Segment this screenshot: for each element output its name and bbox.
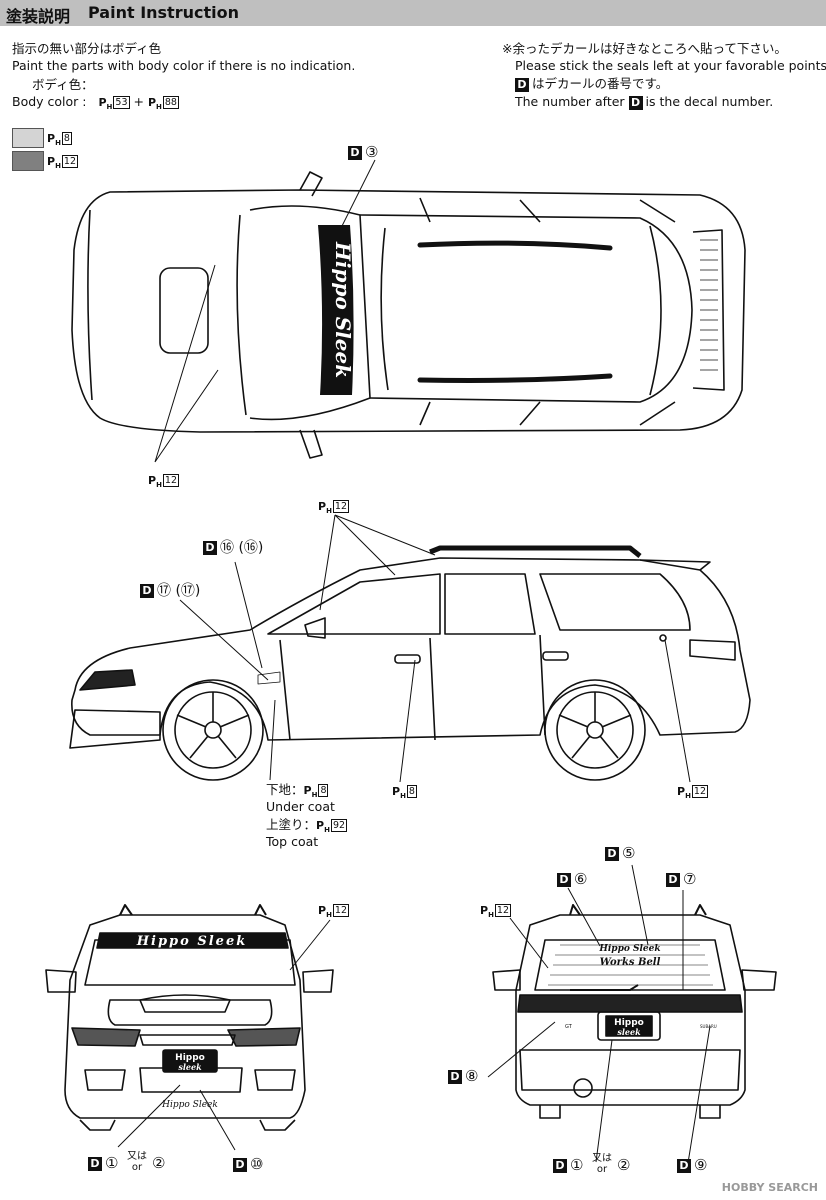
callout-under-coat-en: Under coat [266, 799, 335, 814]
ph-code: PH [98, 96, 113, 112]
title-jp: 塗装説明 [6, 7, 71, 26]
rear-view [487, 864, 777, 1164]
decal-note-1: ※余ったデカールは好きなところへ貼って下さい。 [502, 41, 787, 56]
decal-note-4b: is the decal number. [645, 94, 774, 109]
decal-badge: D [515, 77, 529, 92]
plus-sign: + [133, 94, 144, 109]
front-plate-1: Hippo [175, 1053, 205, 1063]
callout-rear-d2: ② [617, 1156, 631, 1174]
rear-decal-1: Hippo Sleek [598, 944, 660, 954]
body-color-en: Body color : [12, 94, 87, 109]
body-color-jp: ボディ色： [32, 77, 94, 92]
side-view [69, 514, 751, 783]
decal-note-3: はデカールの番号です。 [532, 76, 669, 91]
front-banner-text: Hippo Sleek [136, 934, 247, 949]
title-en: Paint Instruction [88, 3, 239, 22]
body-note-en: Paint the parts with body color if there… [12, 58, 356, 73]
decal-note-4a: The number after [515, 94, 625, 109]
decal-note-2: Please stick the seals left at your favo… [515, 58, 826, 73]
top-decal-strip [318, 225, 354, 395]
top-view [71, 159, 746, 463]
swatch-ph12 [12, 151, 44, 171]
callout-top-coat-en: Top coat [266, 834, 319, 849]
swatch-ph8 [12, 128, 44, 148]
body-note-jp: 指示の無い部分はボディ色 [12, 41, 162, 56]
rear-badge-gt: GT [565, 1024, 573, 1030]
front-view [45, 904, 334, 1151]
rear-decal-2: Works Bell [600, 957, 661, 968]
front-bumper-text: Hippo Sleek [161, 1100, 218, 1110]
ph-code: PH [147, 96, 162, 112]
rear-plate-2: sleek [617, 1027, 641, 1037]
header-bar: 塗装説明 Paint Instruction [0, 0, 826, 26]
callout-front-d2: ② [152, 1154, 166, 1172]
color-a: 53 [113, 96, 130, 109]
top-decal-text: Hippo Sleek [331, 241, 355, 378]
front-banner-strip [96, 932, 289, 949]
color-b: 88 [162, 96, 179, 109]
rear-plate-1: Hippo [614, 1018, 644, 1028]
front-plate-2: sleek [178, 1062, 202, 1072]
watermark: HOBBY SEARCH [721, 1181, 818, 1194]
rear-badge-subaru: SUBARU [700, 1024, 717, 1029]
decal-badge: D [628, 95, 643, 110]
